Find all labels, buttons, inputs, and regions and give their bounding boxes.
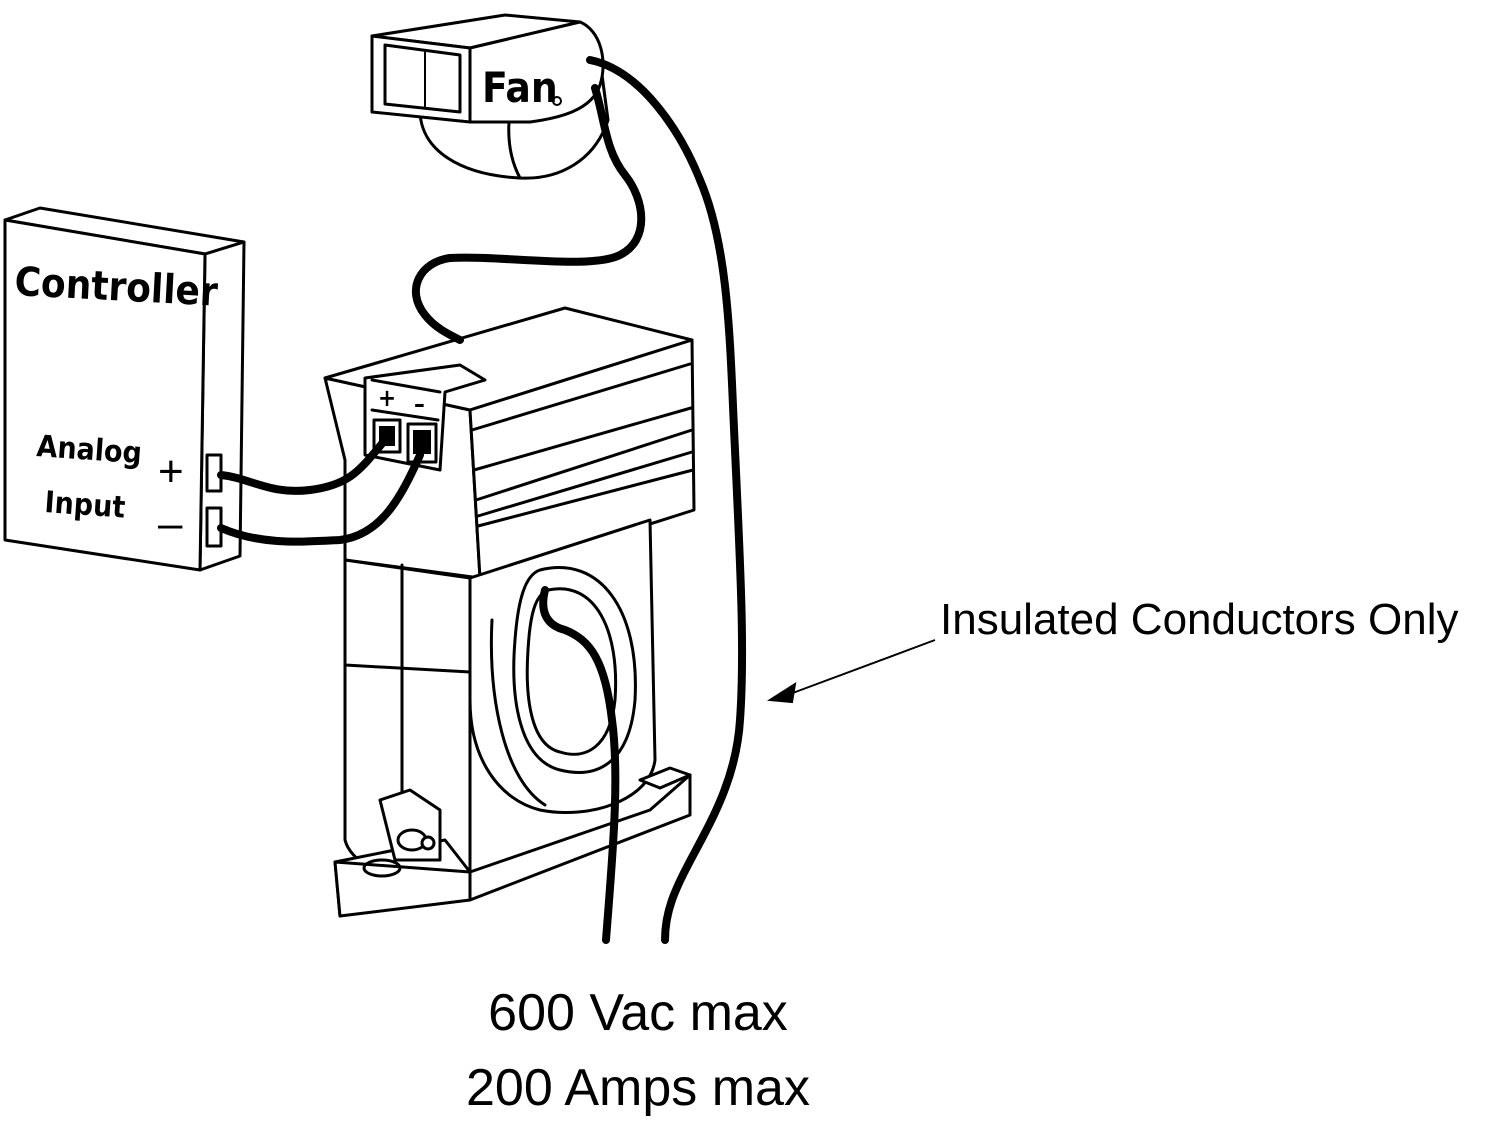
analog-minus-wire [217, 451, 424, 546]
fan-label: Fan [482, 63, 558, 112]
analog-plus-wire [217, 436, 389, 495]
controller-title: Controller [13, 259, 219, 316]
ratings: 600 Vac max 200 Amps max [466, 984, 810, 1117]
controller: Controller Analog Input + – [3, 206, 246, 572]
sensor-minus-sign: – [414, 390, 425, 418]
fan-power-wire [411, 84, 646, 344]
sensor-plus-sign: + [378, 384, 396, 412]
analog-input-label-line2: Input [43, 485, 126, 526]
insulated-conductor-outer [586, 56, 747, 944]
analog-input-label-line1: Analog [35, 429, 143, 471]
current-sensor: + – [323, 306, 696, 918]
insulated-conductors-label: Insulated Conductors Only [940, 595, 1459, 644]
fan: Fan [370, 13, 610, 180]
analog-minus-sign: – [158, 499, 183, 548]
analog-plus-sign: + [158, 447, 184, 496]
insulated-conductor-through-ring [539, 586, 620, 944]
wiring [217, 56, 747, 944]
current-rating: 200 Amps max [466, 1059, 810, 1117]
voltage-rating: 600 Vac max [488, 984, 788, 1042]
insulated-conductors-callout: Insulated Conductors Only [767, 595, 1459, 704]
fan-dot [552, 96, 562, 106]
